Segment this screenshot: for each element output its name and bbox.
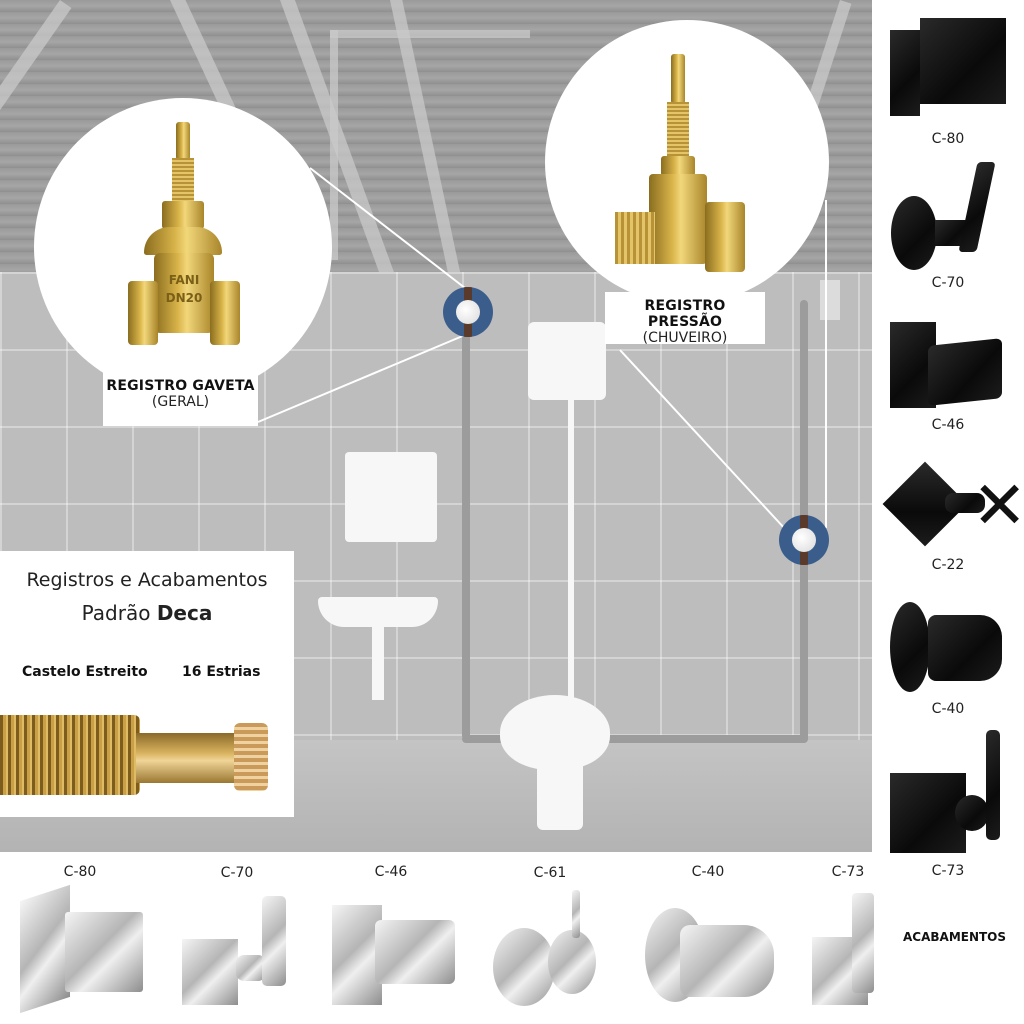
valve-bonnet: [144, 227, 222, 255]
finish-c80-chrome-plate: [20, 884, 70, 1014]
connector-line: [257, 334, 466, 423]
finish-code: C-46: [374, 864, 408, 880]
valve-stem-thread: [667, 102, 689, 158]
finish-c70-chrome-body: [236, 955, 266, 981]
finish-c61-chrome-plate: [493, 928, 555, 1006]
finish-c70-chrome-plate: [182, 939, 238, 1005]
finish-c61-chrome-knob[interactable]: [548, 930, 596, 994]
pressao-label: REGISTRO PRESSÃO (CHUVEIRO): [605, 292, 765, 346]
flush-pipe: [568, 400, 574, 700]
valve-body: [649, 174, 707, 264]
water-pipe: [462, 300, 470, 740]
finish-c46-chrome-handle[interactable]: [375, 920, 455, 984]
finish-c61-chrome-lever[interactable]: [572, 890, 580, 938]
valve-marking: DN20: [165, 291, 203, 305]
finish-c22-cross-handle-icon[interactable]: ✕: [972, 467, 1024, 544]
toilet-bowl: [500, 695, 610, 770]
valve-stem-illustration: [0, 705, 268, 801]
finish-c73-black-plate: [890, 773, 966, 853]
finish-c46-chrome-plate: [332, 905, 382, 1005]
label-16-estrias: 16 Estrias: [182, 664, 261, 680]
finish-c80-black-plate: [890, 30, 920, 116]
valve-location-marker-gaveta[interactable]: [443, 287, 493, 337]
valve-port-right: [705, 202, 745, 272]
finish-c73-black-body: [955, 795, 989, 831]
finish-c80-chrome-handle[interactable]: [65, 912, 143, 992]
info-subheading-prefix: Padrão: [81, 601, 157, 625]
finish-code: C-80: [931, 131, 965, 147]
finish-code: C-40: [691, 864, 725, 880]
stem-splines: [234, 723, 268, 791]
pressao-title: REGISTRO PRESSÃO: [644, 298, 726, 330]
finish-code: C-40: [931, 701, 965, 717]
finish-code: C-73: [931, 863, 965, 879]
finish-c40-chrome-knob[interactable]: [680, 925, 774, 997]
label-castelo-estreito: Castelo Estreito: [22, 664, 148, 680]
sink: [318, 597, 438, 627]
valve-stem-thread: [172, 158, 194, 203]
gaveta-label: REGISTRO GAVETA (GERAL): [103, 369, 258, 426]
valve-knob-icon: [456, 300, 480, 324]
ceiling-rail: [330, 30, 530, 38]
finish-code: C-80: [63, 864, 97, 880]
valve-stem-tip: [671, 54, 685, 104]
ceiling-rail: [330, 30, 338, 260]
toilet-base: [537, 765, 583, 830]
brand-name: Deca: [156, 601, 213, 625]
info-heading: Registros e Acabamentos: [26, 569, 268, 591]
gaveta-title: REGISTRO GAVETA: [106, 378, 255, 394]
finish-c22-black-stem: [945, 493, 985, 513]
valve-port-left: [128, 281, 158, 345]
valve-bonnet-nut: [162, 201, 204, 229]
stem-shaft: [136, 733, 236, 783]
acabamentos-label: ACABAMENTOS: [903, 930, 1007, 944]
finish-code: C-70: [931, 275, 965, 291]
finish-c73-chrome-lever[interactable]: [852, 893, 874, 993]
pressao-callout-circle: [545, 20, 829, 304]
finish-code: C-73: [831, 864, 865, 880]
callout-lines: [257, 167, 827, 531]
mirror: [345, 452, 437, 542]
finish-code: C-46: [931, 417, 965, 433]
valve-marking: FANI: [168, 273, 200, 287]
pressao-subtitle: (CHUVEIRO): [642, 330, 728, 346]
finish-c40-black-knob[interactable]: [928, 615, 1002, 681]
gaveta-subtitle: (GERAL): [151, 394, 210, 410]
finish-c70-black-plate: [891, 196, 937, 270]
toilet-tank: [528, 322, 606, 400]
finish-c80-black-handle[interactable]: [920, 18, 1006, 104]
sink-drain: [372, 625, 384, 700]
finish-c46-black-handle[interactable]: [928, 338, 1002, 406]
gaveta-callout-circle: FANI DN20: [34, 98, 332, 396]
stem-thread: [0, 715, 140, 795]
valve-body: FANI DN20: [154, 253, 214, 333]
valve-stem-tip: [176, 122, 190, 160]
valve-port-left: [615, 212, 655, 264]
info-subheading: Padrão Deca: [0, 601, 294, 625]
valve-nut: [661, 156, 695, 176]
finish-code: C-70: [220, 865, 254, 881]
valve-port-right: [210, 281, 240, 345]
finish-code: C-22: [931, 557, 965, 573]
connector-line: [619, 349, 787, 531]
finish-code: C-61: [533, 865, 567, 881]
connector-line: [309, 167, 466, 289]
finish-c40-black-plate: [890, 602, 930, 692]
finish-c70-chrome-lever[interactable]: [262, 896, 286, 986]
finish-c73-black-lever[interactable]: [986, 730, 1000, 840]
valve-location-marker-pressao[interactable]: [779, 515, 829, 565]
water-pipe: [462, 735, 807, 743]
valve-knob-icon: [792, 528, 816, 552]
